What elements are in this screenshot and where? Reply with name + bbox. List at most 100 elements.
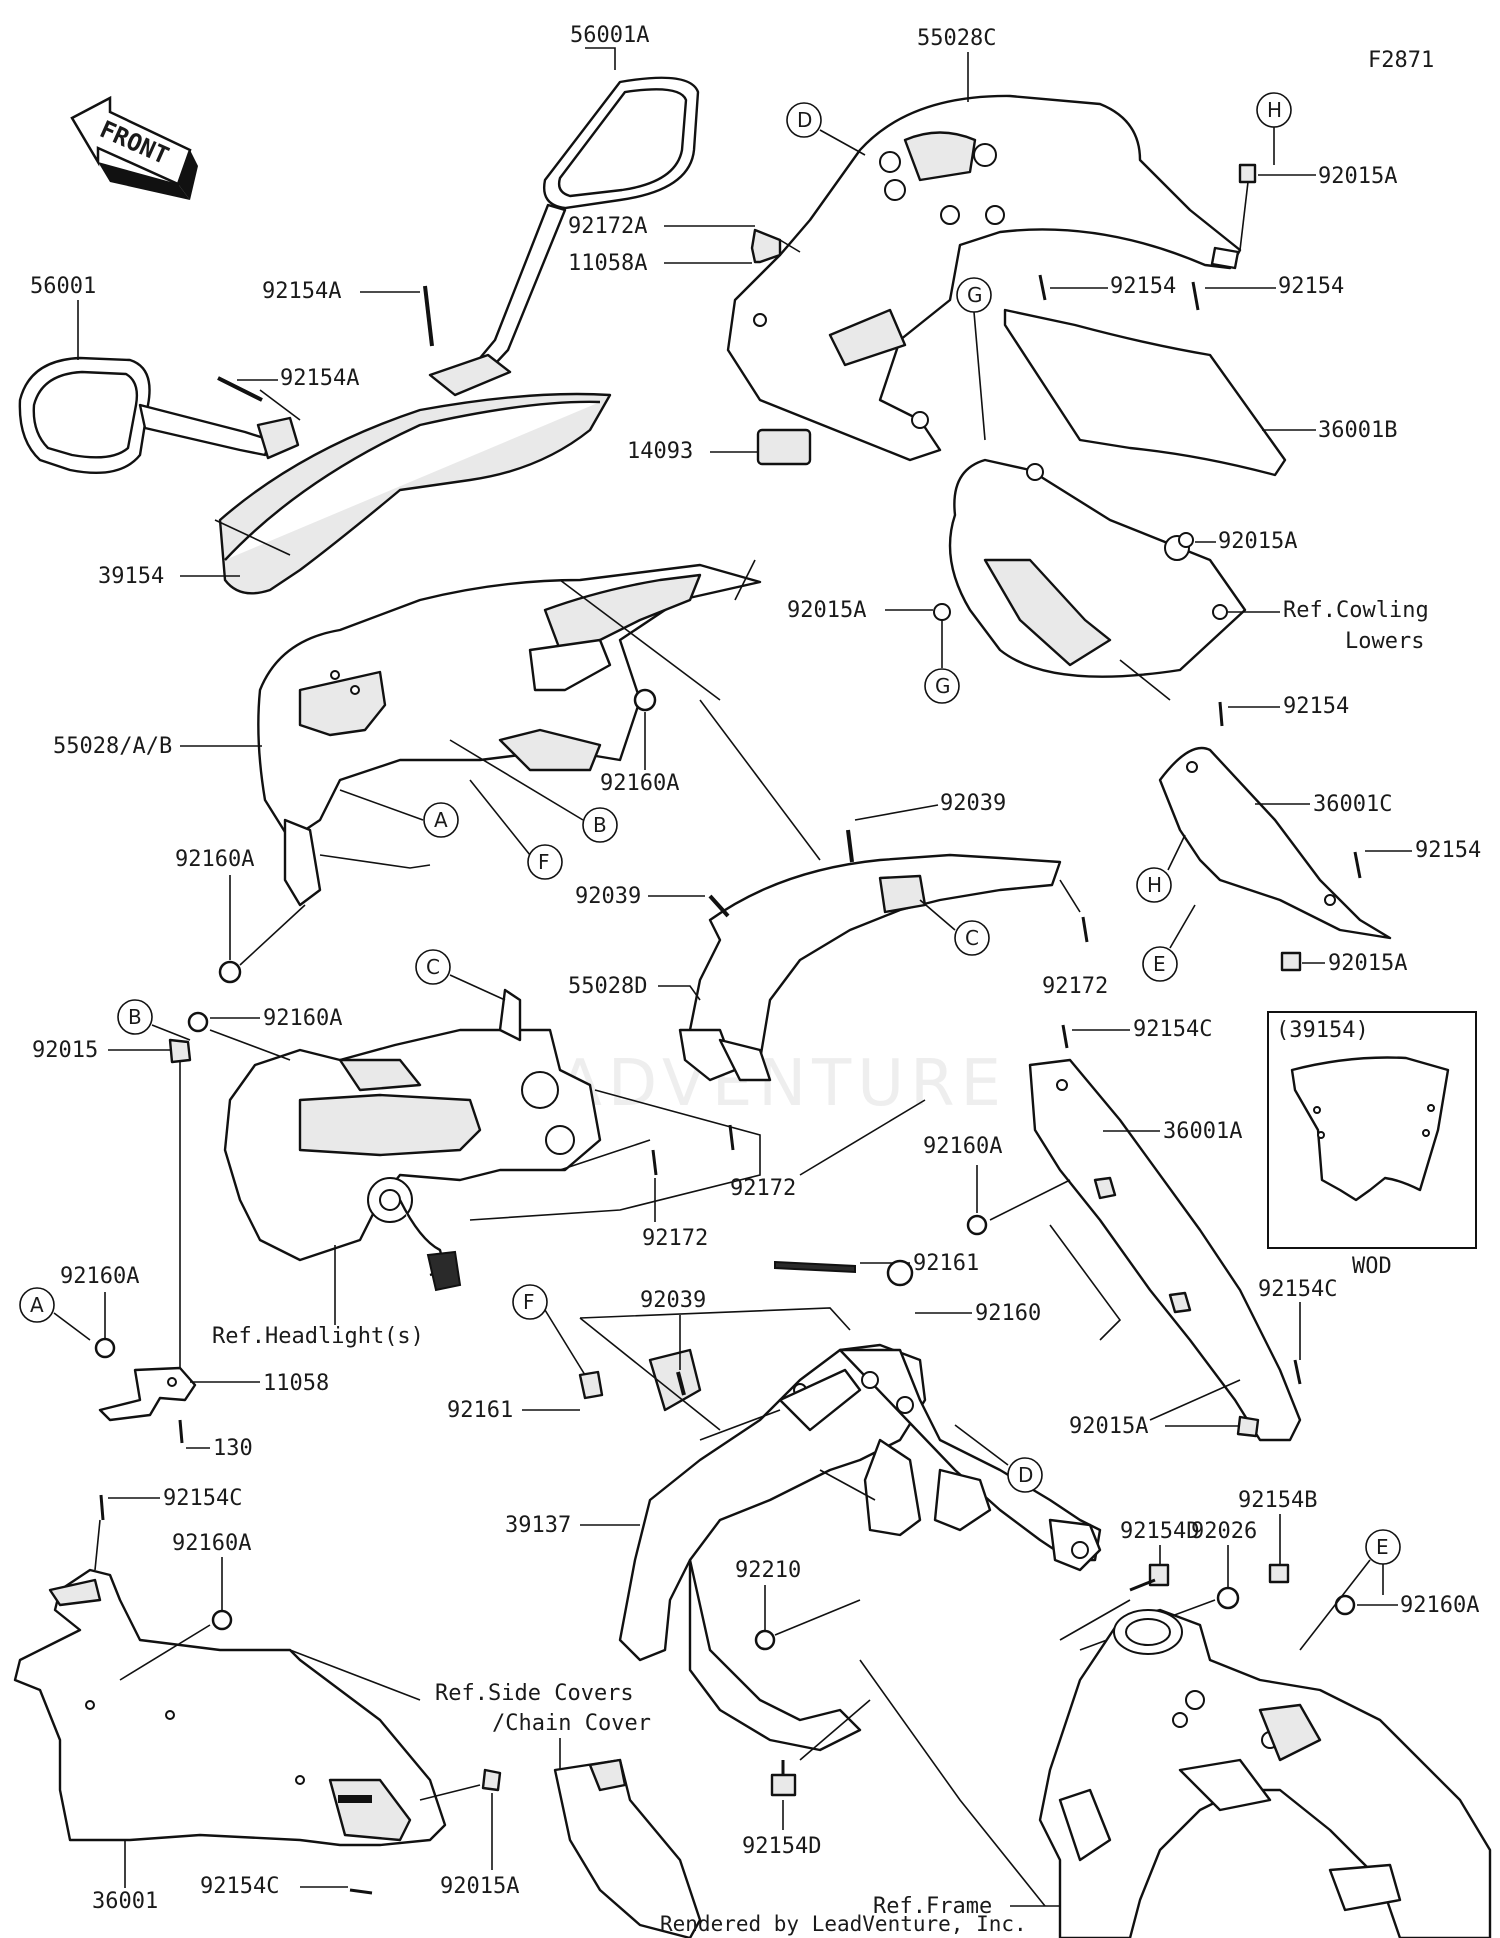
callout-36001: 36001: [92, 1889, 158, 1914]
callout-92015A-6: 92015A: [440, 1874, 519, 1899]
svg-text:C: C: [965, 926, 979, 950]
front-arrow-icon: FRONT: [70, 95, 198, 200]
letter-G-2: G: [924, 668, 960, 704]
callout-92154C-2: 92154C: [1258, 1277, 1337, 1302]
headlight-assembly: [223, 988, 602, 1292]
ref-side-covers-2: /Chain Cover: [492, 1711, 651, 1736]
svg-text:G: G: [935, 674, 951, 698]
callout-92154D-1: 92154D: [1120, 1519, 1199, 1544]
callout-92154C-3: 92154C: [163, 1486, 242, 1511]
ref-frame: Ref.Frame: [873, 1894, 992, 1919]
callout-92039-2: 92039: [575, 884, 641, 909]
callout-92015A-3: 92015A: [787, 598, 866, 623]
callout-92172-2: 92172: [730, 1176, 796, 1201]
callout-92161-2: 92161: [447, 1398, 513, 1423]
callout-92154-1: 92154: [1110, 274, 1176, 299]
callout-92172A: 92172A: [568, 214, 647, 239]
callout-92015: 92015: [32, 1038, 98, 1063]
inset-title: (39154): [1276, 1018, 1369, 1043]
callout-92154D-2: 92154D: [742, 1834, 821, 1859]
callout-55028C: 55028C: [917, 26, 996, 51]
svg-text:F: F: [523, 1290, 535, 1314]
callout-55028AB: 55028/A/B: [53, 734, 172, 759]
svg-text:F: F: [538, 850, 550, 874]
callout-92154C-4: 92154C: [200, 1874, 279, 1899]
letter-F-2: F: [512, 1284, 548, 1320]
ref-side-covers-1: Ref.Side Covers: [435, 1681, 634, 1706]
callout-92210: 92210: [735, 1558, 801, 1583]
letter-G-1: G: [956, 277, 992, 313]
callout-36001B: 36001B: [1318, 418, 1397, 443]
svg-text:D: D: [1018, 1463, 1033, 1487]
svg-text:C: C: [426, 955, 440, 979]
letter-H-1: H: [1256, 92, 1292, 128]
callout-92160A-7: 92160A: [1400, 1593, 1479, 1618]
callout-92160A-5: 92160A: [60, 1264, 139, 1289]
letter-D-2: D: [1007, 1457, 1043, 1493]
footer-credit: Rendered by LeadVenture, Inc.: [660, 1912, 1027, 1936]
ref-headlight: Ref.Headlight(s): [212, 1324, 424, 1349]
svg-text:H: H: [1267, 98, 1282, 122]
callout-92172-1: 92172: [1042, 974, 1108, 999]
bracket-11058: [98, 1366, 197, 1422]
svg-text:B: B: [593, 813, 607, 837]
callout-92154A-2: 92154A: [280, 366, 359, 391]
subframe-39137: [618, 1343, 1102, 1752]
inset-caption: WOD: [1352, 1254, 1392, 1279]
letter-C-1: C: [954, 920, 990, 956]
callout-92160A-1: 92160A: [600, 771, 679, 796]
callout-92154-3: 92154: [1283, 694, 1349, 719]
diagram-id: F2871: [1368, 48, 1434, 73]
cowl-side-inner: [948, 458, 1247, 678]
svg-text:A: A: [434, 808, 448, 832]
frame: [1038, 1608, 1492, 1938]
callout-14093: 14093: [627, 439, 693, 464]
lower-fairing-36001: [13, 1568, 447, 1847]
callout-39154: 39154: [98, 564, 164, 589]
callout-92172-3: 92172: [642, 1226, 708, 1251]
callout-92015A-1: 92015A: [1318, 164, 1397, 189]
svg-text:E: E: [1153, 952, 1166, 976]
callout-92160A-2: 92160A: [175, 847, 254, 872]
svg-text:A: A: [30, 1293, 44, 1317]
callout-92015A-5: 92015A: [1069, 1414, 1148, 1439]
callout-92015A-2: 92015A: [1218, 529, 1297, 554]
letter-H-2: H: [1136, 867, 1172, 903]
inset-box: [1267, 1011, 1477, 1249]
letter-C-2: C: [415, 949, 451, 985]
callout-36001A: 36001A: [1163, 1119, 1242, 1144]
callout-130: 130: [213, 1436, 253, 1461]
svg-text:H: H: [1147, 873, 1162, 897]
ref-cowling-lowers-2: Lowers: [1345, 629, 1424, 654]
side-cover-ref: [553, 1758, 702, 1938]
svg-text:E: E: [1376, 1535, 1389, 1559]
callout-56001: 56001: [30, 274, 96, 299]
mirror-left: [18, 356, 300, 474]
letter-B-2: B: [117, 999, 153, 1035]
letter-A-2: A: [19, 1287, 55, 1323]
letter-A-1: A: [423, 802, 459, 838]
callout-39137: 39137: [505, 1513, 571, 1538]
callout-92160A-4: 92160A: [923, 1134, 1002, 1159]
letter-E-1: E: [1142, 946, 1178, 982]
callout-92039-1: 92039: [940, 791, 1006, 816]
letter-B-1: B: [582, 807, 618, 843]
windshield: [218, 392, 612, 595]
callout-55028D: 55028D: [568, 974, 647, 999]
svg-text:B: B: [128, 1005, 142, 1029]
lower-bracket-55028D: [678, 853, 1062, 1082]
callout-92154-4: 92154: [1415, 838, 1481, 863]
callout-92154C-1: 92154C: [1133, 1017, 1212, 1042]
panel-36001B: [1003, 308, 1287, 477]
panel-36001A: [1028, 1058, 1302, 1442]
front-cowl: [257, 563, 762, 907]
callout-92154A-1: 92154A: [262, 279, 341, 304]
callout-92154B: 92154B: [1238, 1488, 1317, 1513]
svg-text:G: G: [967, 283, 983, 307]
callout-92026: 92026: [1191, 1519, 1257, 1544]
callout-36001C: 36001C: [1313, 792, 1392, 817]
mirror-right: [428, 76, 700, 397]
callout-92160A-6: 92160A: [172, 1531, 251, 1556]
svg-text:D: D: [797, 108, 812, 132]
callout-92154-2: 92154: [1278, 274, 1344, 299]
